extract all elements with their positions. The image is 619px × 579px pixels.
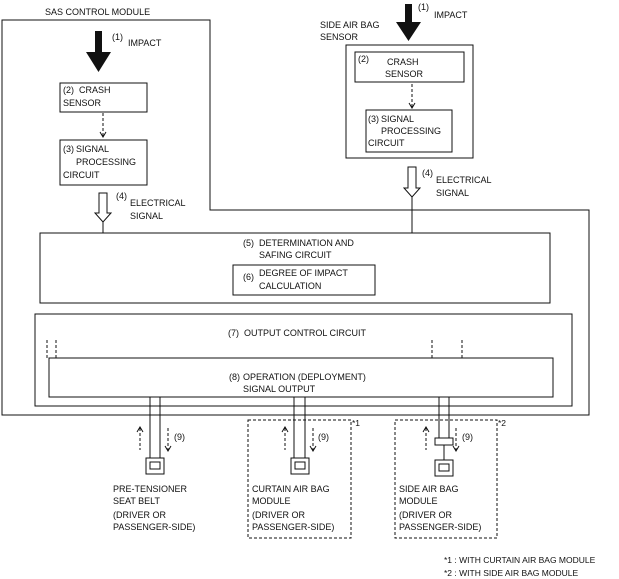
pretensioner-line1: PRE-TENSIONER bbox=[113, 484, 188, 494]
impact-left-num: (1) bbox=[112, 32, 123, 42]
elec-left-num: (4) bbox=[116, 191, 127, 201]
elec-left-line2: SIGNAL bbox=[130, 211, 163, 221]
output-control-label: OUTPUT CONTROL CIRCUIT bbox=[244, 328, 367, 338]
sas-module-title: SAS CONTROL MODULE bbox=[45, 7, 150, 17]
determination-num: (5) bbox=[243, 238, 254, 248]
signal-proc-right-line1: SIGNAL bbox=[381, 114, 414, 124]
impact-right-label: IMPACT bbox=[434, 10, 468, 20]
crash-sensor-left-box bbox=[59, 82, 148, 113]
impact-right-num: (1) bbox=[418, 2, 429, 12]
degree-line2: CALCULATION bbox=[259, 281, 321, 291]
signal-proc-left-num: (3) bbox=[63, 144, 74, 154]
signal-proc-right-line2: PROCESSING bbox=[381, 126, 441, 136]
elec-left-line1: ELECTRICAL bbox=[130, 198, 186, 208]
crash-sensor-right-line2: SENSOR bbox=[385, 69, 424, 79]
curtain-line4: PASSENGER-SIDE) bbox=[252, 522, 334, 532]
signal-processing-right-box bbox=[365, 109, 453, 153]
sideairbag-line3: (DRIVER OR bbox=[399, 510, 453, 520]
electrical-arrow-right bbox=[402, 166, 422, 198]
curtain-line3: (DRIVER OR bbox=[252, 510, 306, 520]
footnote-2: *2 : WITH SIDE AIR BAG MODULE bbox=[444, 568, 578, 578]
side-air-bag-sensor-box bbox=[345, 44, 474, 159]
output-control-num: (7) bbox=[228, 328, 239, 338]
degree-of-impact-box bbox=[232, 264, 376, 296]
crash-sensor-left-num: (2) bbox=[63, 85, 74, 95]
pretensioner-line3: (DRIVER OR bbox=[113, 510, 167, 520]
operation-num: (8) bbox=[229, 372, 240, 382]
curtain-line2: MODULE bbox=[252, 496, 291, 506]
signal-processing-left-box bbox=[59, 139, 148, 186]
sideairbag-optional-box bbox=[394, 419, 498, 539]
sideairbag-mark: *2 bbox=[498, 418, 506, 428]
feedback-num-3: (9) bbox=[462, 432, 473, 442]
crash-sensor-right-num: (2) bbox=[358, 54, 369, 64]
footnote-1: *1 : WITH CURTAIN AIR BAG MODULE bbox=[444, 555, 596, 565]
electrical-arrow-left bbox=[93, 192, 113, 223]
signal-proc-left-line1: SIGNAL bbox=[76, 144, 109, 154]
curtain-mark: *1 bbox=[352, 418, 360, 428]
signal-proc-left-line3: CIRCUIT bbox=[63, 170, 100, 180]
crash-sensor-right-line1: CRASH bbox=[387, 57, 419, 67]
sideairbag-line2: MODULE bbox=[399, 496, 438, 506]
pretensioner-line4: PASSENGER-SIDE) bbox=[113, 522, 195, 532]
side-sensor-line1: SIDE AIR BAG bbox=[320, 20, 380, 30]
elec-right-line2: SIGNAL bbox=[436, 188, 469, 198]
crash-sensor-left-line1: CRASH bbox=[79, 85, 111, 95]
elec-right-line1: ELECTRICAL bbox=[436, 175, 492, 185]
signal-proc-right-num: (3) bbox=[368, 114, 379, 124]
sideairbag-line4: PASSENGER-SIDE) bbox=[399, 522, 481, 532]
elec-right-num: (4) bbox=[422, 168, 433, 178]
operation-box bbox=[48, 357, 554, 398]
feedback-num-2: (9) bbox=[318, 432, 329, 442]
pretensioner-line2: SEAT BELT bbox=[113, 496, 161, 506]
sideairbag-line1: SIDE AIR BAG bbox=[399, 484, 459, 494]
signal-proc-left-line2: PROCESSING bbox=[76, 157, 136, 167]
determination-line1: DETERMINATION AND bbox=[259, 238, 354, 248]
operation-line2: SIGNAL OUTPUT bbox=[243, 384, 316, 394]
impact-arrow-left bbox=[86, 31, 111, 72]
curtain-optional-box bbox=[247, 419, 352, 539]
curtain-line1: CURTAIN AIR BAG bbox=[252, 484, 330, 494]
sas-module-outline bbox=[1, 19, 590, 416]
impact-arrow-right bbox=[396, 4, 421, 41]
determination-line2: SAFING CIRCUIT bbox=[259, 250, 332, 260]
feedback-num-1: (9) bbox=[174, 432, 185, 442]
degree-num: (6) bbox=[243, 272, 254, 282]
operation-line1: OPERATION (DEPLOYMENT) bbox=[243, 372, 366, 382]
side-sensor-line2: SENSOR bbox=[320, 32, 359, 42]
signal-proc-right-line3: CIRCUIT bbox=[368, 138, 405, 148]
degree-line1: DEGREE OF IMPACT bbox=[259, 268, 348, 278]
impact-left-label: IMPACT bbox=[128, 38, 162, 48]
crash-sensor-right-box bbox=[354, 51, 465, 83]
crash-sensor-left-line2: SENSOR bbox=[63, 98, 102, 108]
